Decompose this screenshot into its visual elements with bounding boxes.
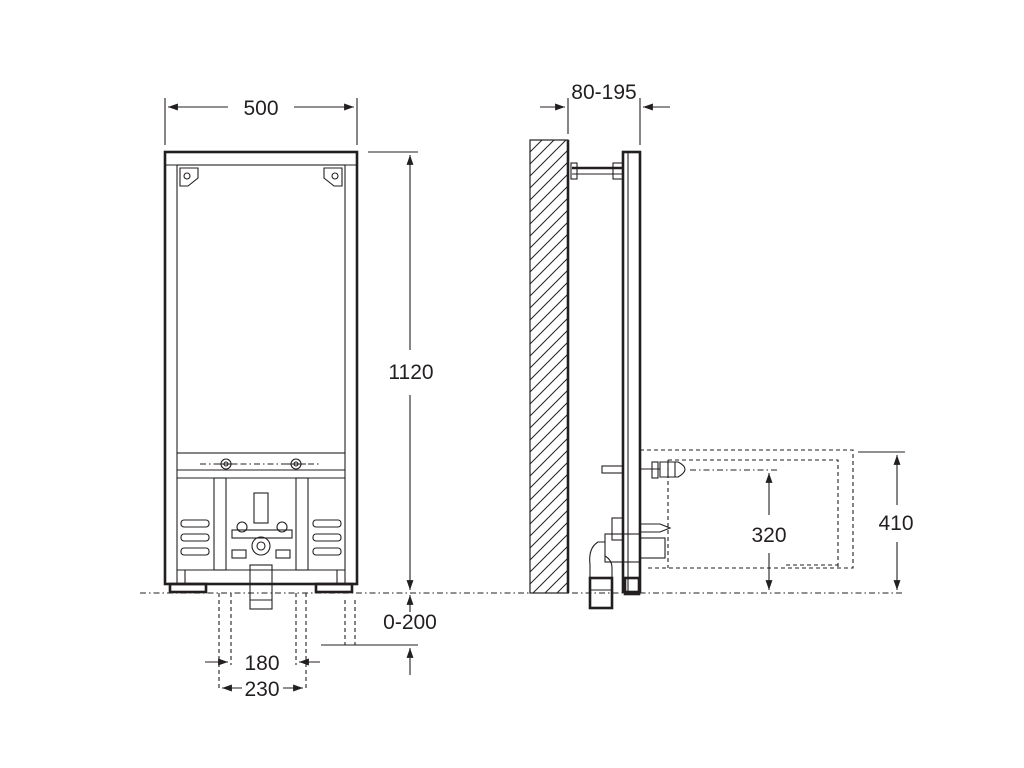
hatch-line xyxy=(529,521,569,561)
hatch-line xyxy=(529,317,569,357)
hatch-line xyxy=(529,389,569,429)
hatch-line xyxy=(529,401,569,441)
hatch-line xyxy=(544,569,569,594)
dim-label-180: 180 xyxy=(244,652,279,675)
hatch-line xyxy=(529,139,543,153)
hatch-line xyxy=(529,449,569,489)
hatch-line xyxy=(529,377,569,417)
dim-label-320: 320 xyxy=(751,524,786,547)
dim-80-195 xyxy=(540,98,670,145)
dim-410 xyxy=(858,451,905,590)
wall-hatch xyxy=(529,139,570,594)
wall-hatch-lines xyxy=(529,139,569,594)
dim-label-230: 230 xyxy=(244,678,279,701)
hatch-line xyxy=(529,269,569,309)
hatch-line xyxy=(529,425,569,465)
hatch-line xyxy=(529,413,569,453)
dim-0-200 xyxy=(321,595,418,675)
hatch-line xyxy=(529,305,569,345)
hatch-line xyxy=(556,581,569,594)
hatch-line xyxy=(529,139,567,177)
hatch-line xyxy=(529,245,569,285)
dim-label-410: 410 xyxy=(878,512,913,535)
side-view-frame xyxy=(570,150,686,610)
hatch-line xyxy=(529,437,569,477)
hatch-line xyxy=(529,197,569,237)
hatch-line xyxy=(532,557,569,594)
hatch-line xyxy=(529,173,569,213)
hatch-line xyxy=(529,329,569,369)
hatch-line xyxy=(529,209,569,249)
hatch-line xyxy=(529,293,569,333)
front-adjustment-lines xyxy=(218,593,356,690)
hatch-line xyxy=(529,461,569,501)
hatch-line xyxy=(529,533,569,573)
hatch-line xyxy=(529,365,569,405)
dim-label-1120: 1120 xyxy=(388,361,433,384)
dim-500 xyxy=(164,98,358,145)
dim-label-80-195: 80-195 xyxy=(571,81,636,104)
hatch-line xyxy=(529,353,569,393)
hatch-line xyxy=(529,139,555,165)
hatch-line xyxy=(529,497,569,537)
hatch-line xyxy=(529,281,569,321)
hatch-line xyxy=(529,341,569,381)
hatch-line xyxy=(529,257,569,297)
hatch-line xyxy=(529,221,569,261)
hatch-line xyxy=(529,185,569,225)
front-view-frame xyxy=(163,150,359,610)
hatch-line xyxy=(529,149,569,189)
hatch-line xyxy=(529,161,569,201)
dim-1120 xyxy=(368,151,418,590)
hatch-line xyxy=(529,473,569,513)
dim-label-0-200: 0-200 xyxy=(383,611,437,634)
hatch-line xyxy=(529,545,569,585)
dim-label-500: 500 xyxy=(243,97,278,120)
hatch-line xyxy=(529,233,569,273)
hatch-line xyxy=(529,509,569,549)
hatch-line xyxy=(529,485,569,525)
bidet-outline xyxy=(640,449,854,569)
